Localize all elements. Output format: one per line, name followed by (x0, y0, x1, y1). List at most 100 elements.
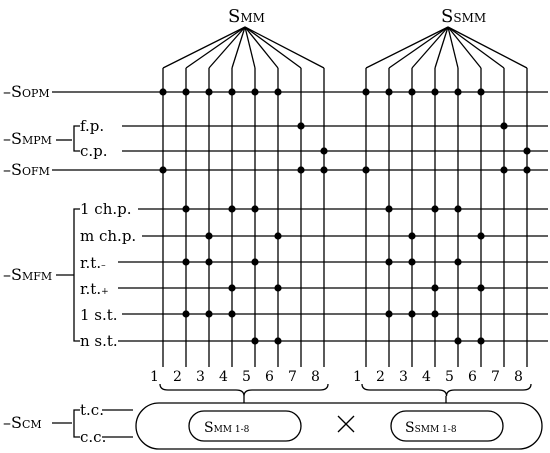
junction-dot (228, 284, 236, 292)
fan-line-smm-4 (231, 26, 246, 69)
junction-dot-layer (159, 88, 531, 345)
junction-dot (274, 284, 282, 292)
column-number-smm-5: 5 (242, 369, 251, 385)
junction-dot (205, 88, 213, 96)
junction-dot (408, 310, 416, 318)
column-number-smm-8: 8 (311, 369, 320, 385)
row-label-1st: 1 s.t. (80, 306, 118, 324)
fan-line-smm-8 (244, 26, 325, 69)
junction-dot (385, 258, 393, 266)
junction-dot (274, 88, 282, 96)
junction-dot (523, 147, 531, 155)
fan-line-ssmm-2 (388, 26, 449, 69)
junction-dot (297, 166, 305, 174)
junction-dot (182, 205, 190, 213)
junction-dot (228, 310, 236, 318)
junction-dot (408, 88, 416, 96)
junction-dot (182, 258, 190, 266)
signal-label-sofm: –SOFM (3, 160, 50, 179)
junction-dot (228, 88, 236, 96)
fan-line-smm-5 (244, 26, 256, 69)
column-number-smm-4: 4 (219, 369, 228, 385)
bracket-smpm (73, 125, 80, 152)
junction-dot (500, 166, 508, 174)
junction-dot (297, 122, 305, 130)
fan-line-ssmm-7 (447, 26, 505, 69)
junction-dot (182, 310, 190, 318)
junction-dot (205, 232, 213, 240)
junction-dot (159, 88, 167, 96)
row-label-mchp: m ch.p. (80, 227, 136, 245)
junction-dot (454, 258, 462, 266)
junction-dot (500, 122, 508, 130)
junction-dot (523, 166, 531, 174)
fan-line-ssmm-6 (447, 26, 482, 69)
column-number-ssmm-2: 2 (376, 369, 385, 385)
junction-dot (251, 205, 259, 213)
brace-smm (159, 383, 329, 397)
signal-label-scm: –SCM (3, 413, 42, 432)
column-number-ssmm-7: 7 (491, 369, 500, 385)
junction-dot (251, 337, 259, 345)
junction-dot (477, 232, 485, 240)
junction-dot (274, 337, 282, 345)
combination-box (135, 402, 543, 450)
column-number-smm-1: 1 (150, 369, 159, 385)
column-number-smm-7: 7 (288, 369, 297, 385)
junction-dot (477, 337, 485, 345)
row-label-fp: f.p. (80, 117, 104, 135)
column-number-ssmm-4: 4 (422, 369, 431, 385)
column-number-ssmm-6: 6 (468, 369, 477, 385)
junction-dot (431, 205, 439, 213)
row-label-nst: n s.t. (80, 332, 118, 350)
column-number-ssmm-3: 3 (399, 369, 408, 385)
row-label-rt-minus: r.t.– (80, 254, 106, 272)
fan-line-ssmm-8 (447, 26, 528, 69)
junction-dot (408, 258, 416, 266)
junction-dot (408, 232, 416, 240)
row-label-cp: c.p. (80, 142, 108, 160)
junction-dot (385, 310, 393, 318)
signal-label-smpm: –SMPM (3, 129, 52, 148)
fan-line-ssmm-3 (411, 26, 449, 69)
fan-line-ssmm-1 (365, 26, 449, 69)
junction-dot (320, 166, 328, 174)
junction-dot (454, 205, 462, 213)
fan-line-ssmm-5 (447, 26, 459, 69)
fan-line-smm-6 (244, 26, 279, 69)
box-ssmm-1-8 (390, 410, 504, 442)
junction-dot (205, 258, 213, 266)
junction-dot (251, 258, 259, 266)
bottom-label-smm-1-8: SMM 1-8 (204, 420, 250, 436)
times-stroke-2 (337, 415, 355, 433)
junction-dot (477, 88, 485, 96)
brace-ssmm (361, 383, 532, 397)
junction-dot (431, 310, 439, 318)
column-number-smm-3: 3 (196, 369, 205, 385)
row-label-cc: c.c. (80, 428, 106, 446)
group-label-ssmm: SSMM (441, 6, 486, 27)
fan-line-smm-1 (162, 26, 246, 69)
junction-dot (385, 205, 393, 213)
junction-dot (362, 88, 370, 96)
column-number-ssmm-5: 5 (445, 369, 454, 385)
row-label-tc: t.c. (80, 401, 104, 419)
junction-dot (205, 310, 213, 318)
group-label-smm: SMM (228, 6, 265, 27)
signal-label-smfm: –SMFM (3, 265, 52, 284)
row-label-rt-plus: r.t.+ (80, 280, 109, 298)
fan-line-ssmm-4 (434, 26, 449, 69)
junction-dot (477, 284, 485, 292)
fan-line-smm-2 (185, 26, 246, 69)
junction-dot (251, 88, 259, 96)
column-number-smm-2: 2 (173, 369, 182, 385)
junction-dot (454, 88, 462, 96)
junction-dot (320, 147, 328, 155)
bracket-scm (73, 409, 80, 438)
row-label-1chp: 1 ch.p. (80, 200, 132, 218)
junction-dot (431, 88, 439, 96)
junction-dot (431, 284, 439, 292)
column-number-smm-6: 6 (265, 369, 274, 385)
